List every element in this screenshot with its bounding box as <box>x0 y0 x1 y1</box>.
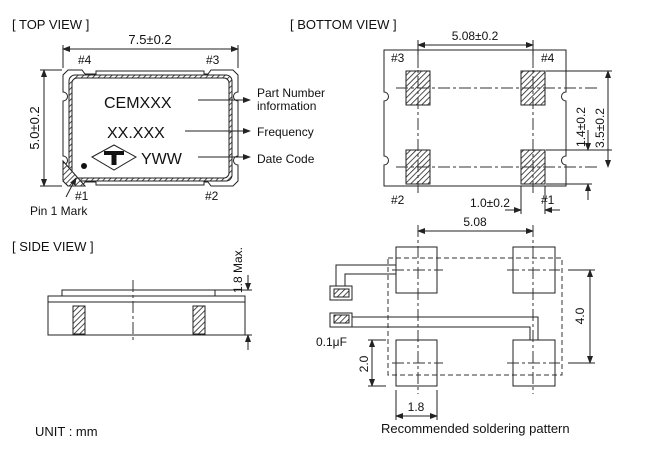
land-width-dimension: 1.8 <box>408 400 425 414</box>
package-bottom <box>383 49 567 187</box>
unit-label: UNIT : mm <box>35 424 98 439</box>
land-pitch-dimension: 5.08 <box>463 215 487 229</box>
pin-label-4: #4 <box>78 53 92 67</box>
land-vertical-dimension: 4.0 <box>573 307 587 324</box>
bottom-view: [ BOTTOM VIEW ] 5.08±0.2 #3 #4 #2 #1 1.4… <box>290 17 612 214</box>
soldering-caption: Recommended soldering pattern <box>381 421 570 436</box>
callout-part-number: Part Number <box>257 86 325 100</box>
soldering-pattern: 5.08 0.1μF 4.0 2.0 1.8 Recomme <box>316 215 595 436</box>
capacitor-pad-top <box>329 285 353 301</box>
bottom-pin-label-2: #2 <box>391 193 405 207</box>
frequency-marking: XX.XXX <box>107 125 165 142</box>
side-pad-left <box>72 305 86 335</box>
pad-height-dimension: 1.4±0.2 <box>574 107 588 147</box>
pin1-mark-label: Pin 1 Mark <box>30 204 88 218</box>
date-marking: YWW <box>141 151 183 168</box>
bottom-pin-label-3: #3 <box>391 51 405 65</box>
height-dimension: 5.0±0.2 <box>27 106 42 149</box>
package-body <box>62 69 239 187</box>
height-max-dimension: 1.8 Max. <box>231 247 245 293</box>
pad-pitch-dimension: 5.08±0.2 <box>452 29 499 43</box>
trace-top-outer <box>335 264 396 286</box>
side-pad-right <box>192 305 206 335</box>
bottom-view-title: [ BOTTOM VIEW ] <box>290 17 397 32</box>
top-view-title: [ TOP VIEW ] <box>12 17 89 32</box>
land-height-dimension: 2.0 <box>357 355 371 372</box>
capacitor-value: 0.1μF <box>316 335 347 349</box>
width-dimension: 7.5±0.2 <box>128 32 171 47</box>
pin1-corner-mark <box>62 159 87 187</box>
pin1-dot <box>81 163 87 169</box>
side-view-title: [ SIDE VIEW ] <box>12 239 94 254</box>
pin-label-2: #2 <box>205 189 219 203</box>
pin-label-1: #1 <box>75 189 89 203</box>
pin-label-3: #3 <box>206 53 220 67</box>
lid <box>61 289 216 297</box>
vertical-pitch-dimension: 3.5±0.2 <box>593 108 607 148</box>
callout-frequency: Frequency <box>257 125 314 139</box>
brand-logo <box>90 144 138 171</box>
callout-information: information <box>257 99 316 113</box>
side-view: [ SIDE VIEW ] 1.8 Max. <box>12 239 252 350</box>
callout-date-code: Date Code <box>257 152 315 166</box>
bottom-pin-label-1: #1 <box>541 193 555 207</box>
pad-width-dimension: 1.0±0.2 <box>470 196 510 210</box>
top-view: [ TOP VIEW ] 7.5±0.2 5.0±0.2 CEMXXX XX.X… <box>12 17 325 218</box>
part-marking: CEMXXX <box>104 95 172 112</box>
bottom-pin-label-4: #4 <box>541 51 555 65</box>
capacitor-pad-bottom <box>329 312 353 328</box>
